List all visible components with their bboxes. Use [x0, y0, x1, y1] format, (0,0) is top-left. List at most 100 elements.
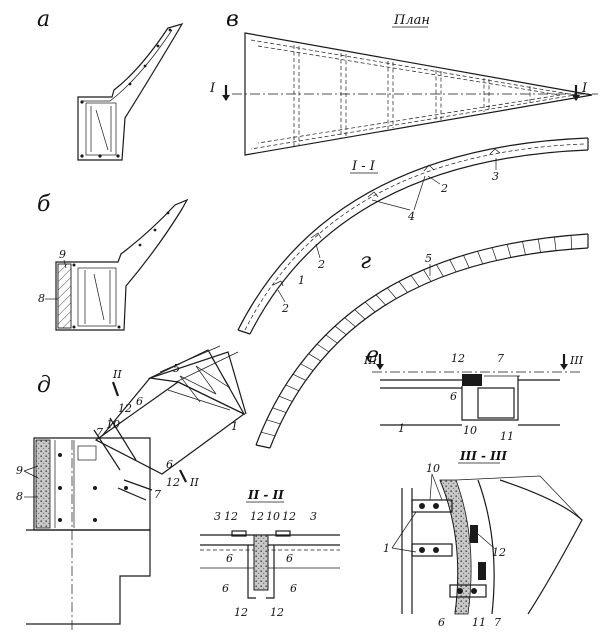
- detail-a-inner-line: [82, 29, 173, 102]
- lower-arc-rib: [325, 334, 338, 344]
- lower-arc-rib: [278, 395, 293, 402]
- callout-12-e: 12: [451, 352, 465, 365]
- support-block: [33, 437, 151, 531]
- callout-8-d: 8: [16, 490, 23, 503]
- lower-arc-rib: [285, 384, 299, 392]
- detail-a-rebars: [80, 28, 172, 158]
- detail-b-outline: [55, 198, 189, 331]
- section-II-II-joint: [253, 534, 269, 591]
- section-II-II-title: II - II: [247, 488, 284, 502]
- callout-6-d-top: 6: [136, 395, 143, 408]
- plan-inner-dashed: [250, 39, 576, 150]
- lower-arc-rib: [477, 251, 483, 265]
- callout-6-II-a: 6: [226, 552, 233, 565]
- callout-2-c: 2: [440, 182, 448, 195]
- lower-arc-rib: [354, 309, 366, 320]
- panel-label-d: д: [37, 373, 51, 398]
- callout-4: 4: [407, 210, 415, 223]
- lower-arc-rib: [491, 247, 497, 261]
- support-concrete-layer: [35, 439, 51, 529]
- lower-arc-rib: [266, 419, 281, 425]
- section-III-III-title: III - III: [459, 449, 507, 463]
- section-II-II-callouts: 3 12 12 10 12 3 6 6 6 6 12 12: [214, 510, 317, 619]
- callout-6-III: 6: [438, 616, 445, 629]
- callout-6-d-bottom: 6: [166, 458, 173, 471]
- lower-arc-rib: [398, 281, 408, 293]
- callout-1-e: 1: [398, 422, 405, 435]
- lower-arc-rib: [308, 353, 321, 362]
- panel-label-a: а: [37, 7, 50, 32]
- callout-8-b: 8: [38, 292, 45, 305]
- detail-d: д: [16, 345, 247, 630]
- callout-9-d: 9: [16, 464, 23, 477]
- callout-7-III: 7: [494, 616, 501, 629]
- callout-11-e: 11: [500, 430, 514, 443]
- callout-12-II-e: 12: [270, 606, 284, 619]
- plan-title: План: [393, 13, 430, 28]
- callout-12-III: 12: [492, 546, 506, 559]
- lower-arc-rib: [375, 294, 386, 306]
- callout-7-d-bottom: 7: [154, 488, 161, 501]
- lower-arc-rib: [364, 301, 376, 313]
- callout-9-b: 9: [59, 248, 66, 261]
- lower-arc-rib: [387, 287, 397, 299]
- callout-10-d: 10: [106, 418, 120, 431]
- detail-a: а: [37, 7, 184, 161]
- callout-12-d-top: 12: [118, 402, 132, 415]
- section-II-bottom: II: [189, 476, 199, 489]
- section-II-II: II - II 3 12 12 10 12 3 6 6 6 6 12 12: [200, 488, 340, 619]
- section-III-III: III - III 10 1 12 6 11 7: [383, 449, 583, 629]
- inclined-member-outline: [101, 351, 247, 437]
- section-I-right: I: [581, 81, 588, 96]
- callout-1-III: 1: [383, 542, 390, 555]
- section-III-left: III: [363, 354, 378, 367]
- lower-arc-rib: [537, 238, 541, 253]
- lower-arc-rib: [423, 269, 432, 282]
- lower-arc-rib: [570, 235, 573, 250]
- lower-arc-rib: [300, 363, 314, 371]
- callout-5-g: 5: [425, 252, 432, 265]
- detail-a-core: [85, 102, 117, 156]
- detail-b-hatched-layer: [57, 263, 72, 329]
- callout-6-II-c: 6: [222, 582, 229, 595]
- detail-b-core: [77, 267, 117, 327]
- lower-arc-inner: [269, 247, 589, 449]
- detail-v-plan: в План I I: [209, 7, 598, 156]
- callout-12-II-b: 12: [250, 510, 264, 523]
- detail-b: б 9 8: [37, 192, 189, 331]
- callout-2-b: 2: [317, 258, 325, 271]
- lower-arc-rib: [522, 241, 526, 255]
- detail-e: е III III 12 7 6 1 10 11: [363, 343, 584, 443]
- panel-label-g: г: [360, 249, 371, 274]
- lower-arc-outer: [255, 233, 589, 446]
- lower-arc-rib: [344, 317, 356, 327]
- lower-arc-rib: [261, 431, 276, 437]
- lower-arc-rib: [272, 407, 287, 413]
- lower-arc-rib: [436, 264, 444, 277]
- callout-12-II-d: 12: [234, 606, 248, 619]
- section-I-left: I: [209, 81, 216, 96]
- lower-arc-rib: [316, 343, 330, 353]
- callout-7-e: 7: [497, 352, 504, 365]
- section-I-I-title: I - I: [351, 159, 376, 174]
- callout-6-II-b: 6: [286, 552, 293, 565]
- panel-label-v: в: [226, 7, 239, 32]
- upper-arc-outer: [237, 137, 589, 331]
- detail-e-channel: [461, 376, 519, 421]
- callout-7-d-top: 7: [96, 426, 103, 439]
- section-II-top: II: [112, 368, 122, 381]
- callout-1-d: 1: [231, 420, 238, 433]
- III-bolt-groups: [411, 499, 487, 598]
- callout-3: 3: [492, 170, 499, 183]
- callout-12-II-a: 12: [224, 510, 238, 523]
- callout-10-III: 10: [426, 462, 440, 475]
- callout-12-II-c: 12: [282, 510, 296, 523]
- support-bolts: [58, 453, 128, 522]
- lower-arc-rib: [449, 259, 457, 273]
- detail-e-plate: [462, 374, 482, 386]
- callout-12-d-bottom: 12: [166, 476, 180, 489]
- anchor-rods: [93, 417, 153, 501]
- callout-11-III: 11: [472, 616, 486, 629]
